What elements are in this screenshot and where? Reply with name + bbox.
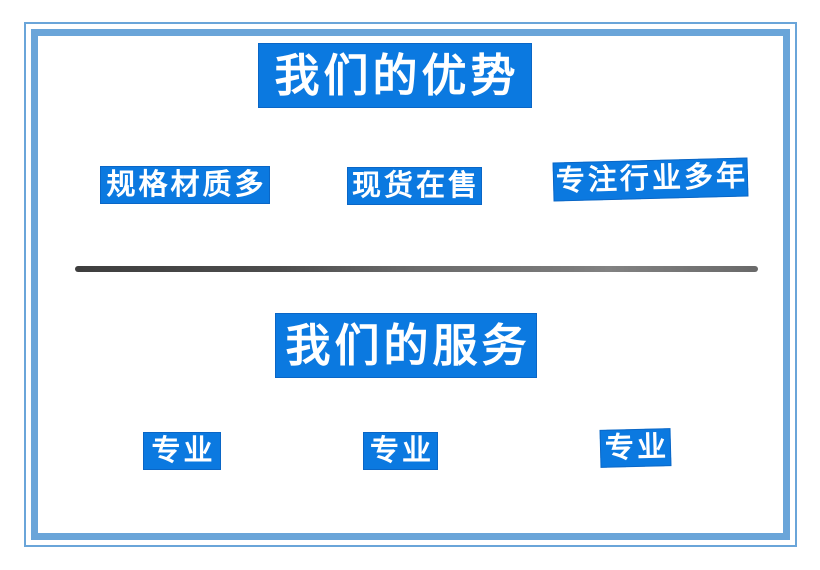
service-tag-professional-1: 专业	[143, 432, 221, 470]
advantage-tag-in-stock: 现货在售	[347, 167, 482, 205]
advantage-tag-industry-experience: 专注行业多年	[552, 157, 749, 202]
inner-frame-border	[31, 29, 790, 540]
services-section-title: 我们的服务	[275, 313, 537, 378]
service-tag-professional-2: 专业	[363, 432, 438, 470]
advantages-section-title: 我们的优势	[258, 43, 532, 108]
outer-frame-border	[24, 22, 797, 547]
section-divider-bar	[75, 266, 758, 272]
service-tag-professional-3: 专业	[599, 428, 672, 468]
advantage-tag-specs-materials: 规格材质多	[100, 166, 270, 204]
